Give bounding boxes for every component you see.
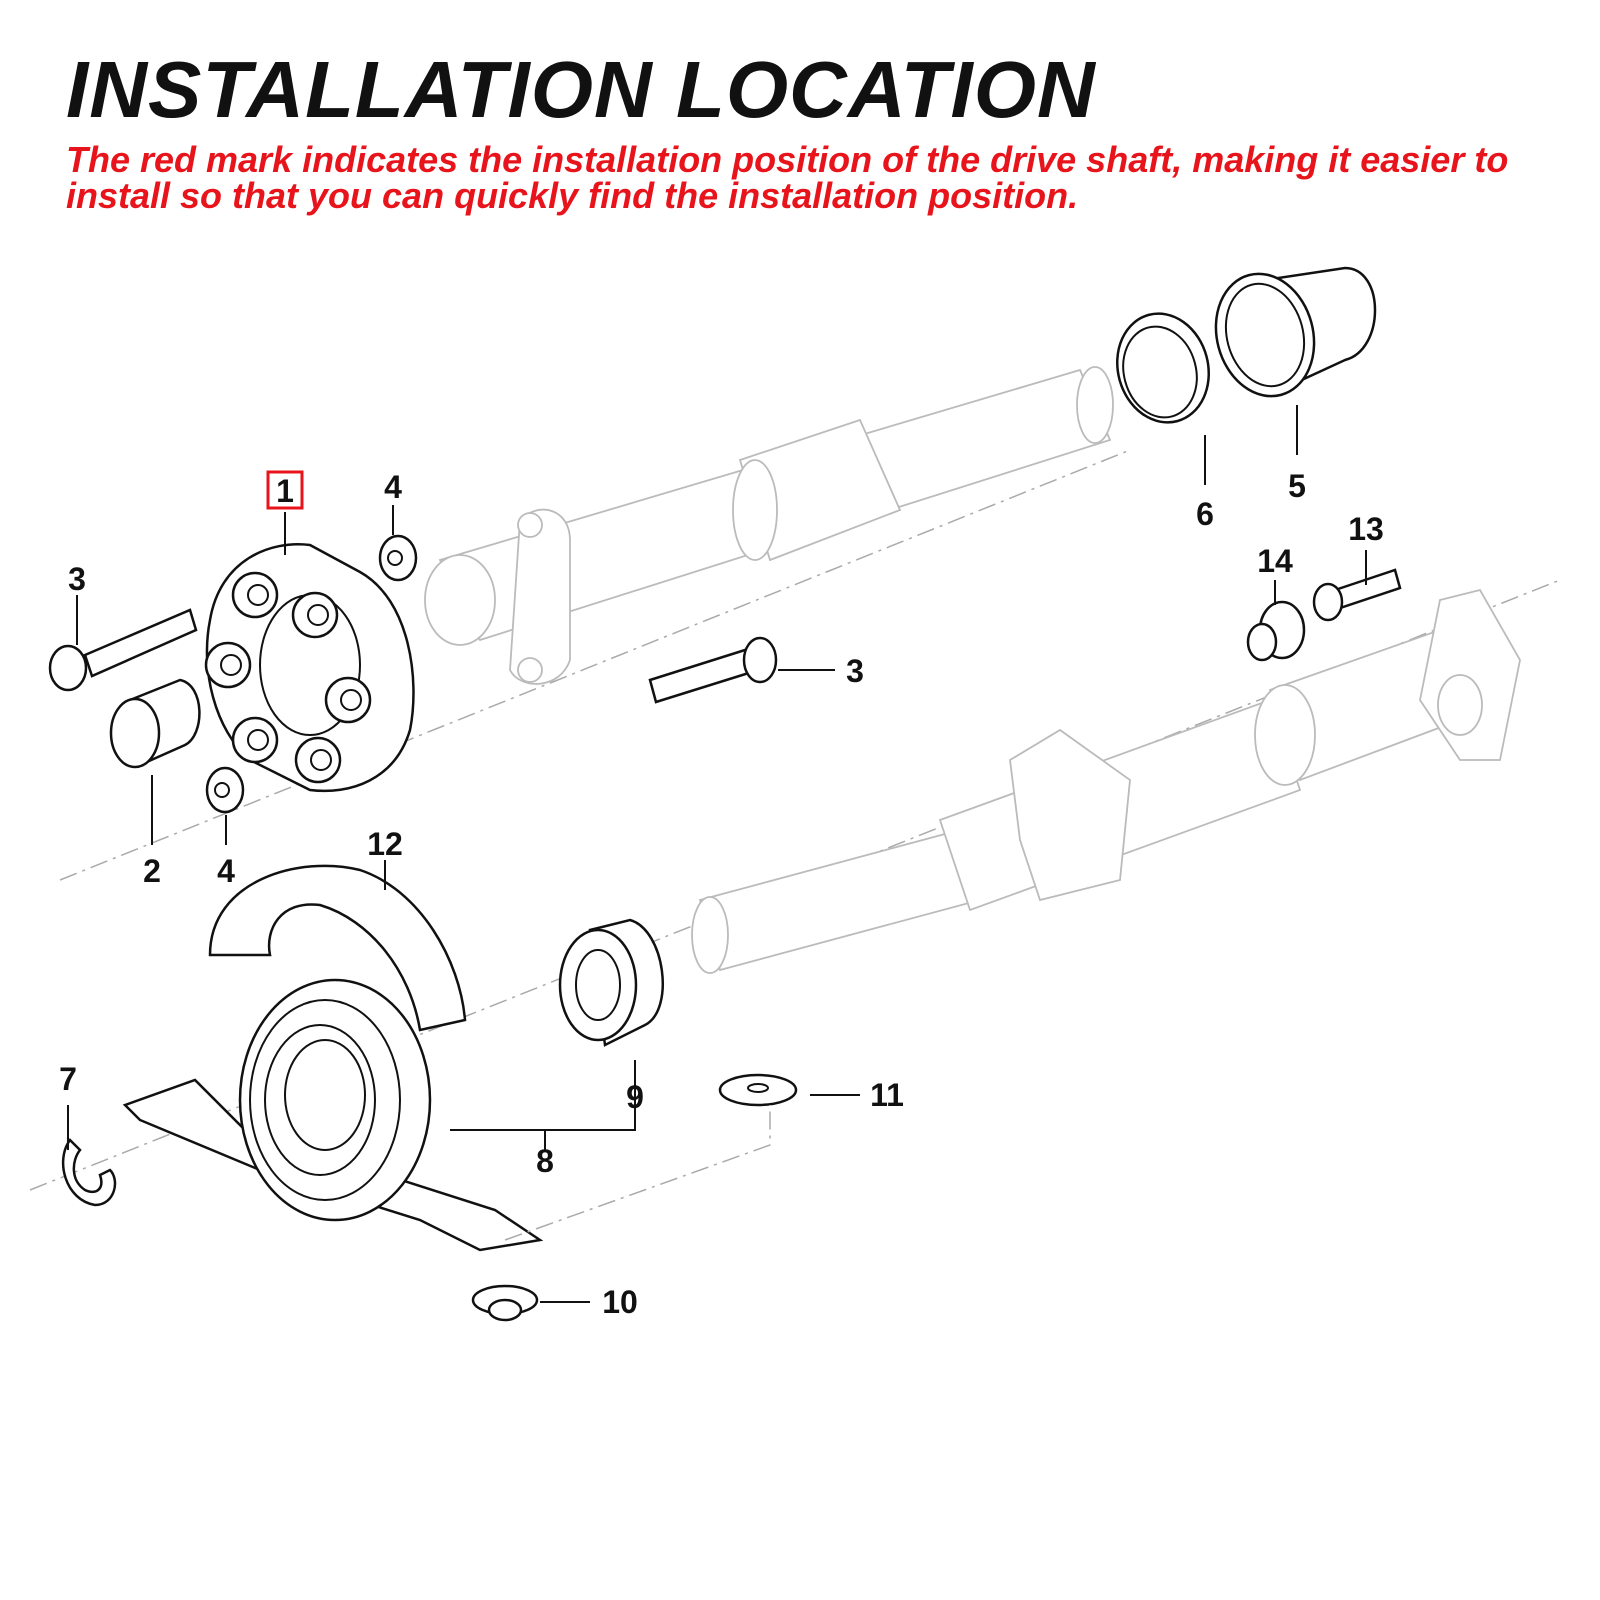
label-part-4-top: 4 [384, 469, 402, 505]
leader-lines [67, 405, 1367, 1303]
label-part-9: 9 [626, 1079, 644, 1115]
part-8-center-bearing [122, 978, 544, 1252]
label-part-14: 14 [1257, 543, 1293, 579]
part-3-bolt-left [48, 608, 198, 692]
part-2-sleeve [109, 678, 201, 769]
part-13-bolt [1312, 568, 1402, 622]
label-part-11: 11 [870, 1077, 904, 1113]
part-1-flex-disc [204, 543, 415, 793]
label-part-3-left: 3 [68, 561, 86, 597]
part-3-bolt-right [648, 636, 778, 704]
part-6-ring [1116, 312, 1210, 424]
label-part-12: 12 [367, 826, 403, 862]
part-11-washer [718, 1073, 798, 1107]
part-14-plug [1246, 600, 1306, 662]
part-9-bearing [558, 918, 664, 1047]
page-subtitle: The red mark indicates the installation … [66, 139, 1509, 216]
part-4-nut-bottom [205, 766, 245, 814]
part-1-highlight-box [266, 470, 304, 510]
part-12-shield [208, 864, 467, 1032]
label-part-5: 5 [1288, 468, 1306, 504]
part-7-clip [61, 1138, 117, 1207]
upper-axis-line [59, 449, 1131, 881]
lower-drive-shaft [691, 588, 1521, 974]
label-part-8: 8 [536, 1143, 554, 1179]
label-part-6: 6 [1196, 496, 1214, 532]
label-part-4-bottom: 4 [217, 853, 235, 889]
label-part-13: 13 [1348, 511, 1384, 547]
label-part-2: 2 [143, 853, 161, 889]
label-part-7: 7 [59, 1061, 77, 1097]
part-4-nut-top [378, 534, 418, 582]
label-part-3-right: 3 [846, 653, 864, 689]
part-5-sleeve [1214, 266, 1377, 398]
label-part-10: 10 [602, 1284, 638, 1320]
upper-drive-shaft [424, 366, 1114, 685]
part-10-nut [471, 1284, 539, 1322]
label-part-1: 1 [276, 473, 294, 509]
page-title: INSTALLATION LOCATION [66, 45, 1096, 134]
